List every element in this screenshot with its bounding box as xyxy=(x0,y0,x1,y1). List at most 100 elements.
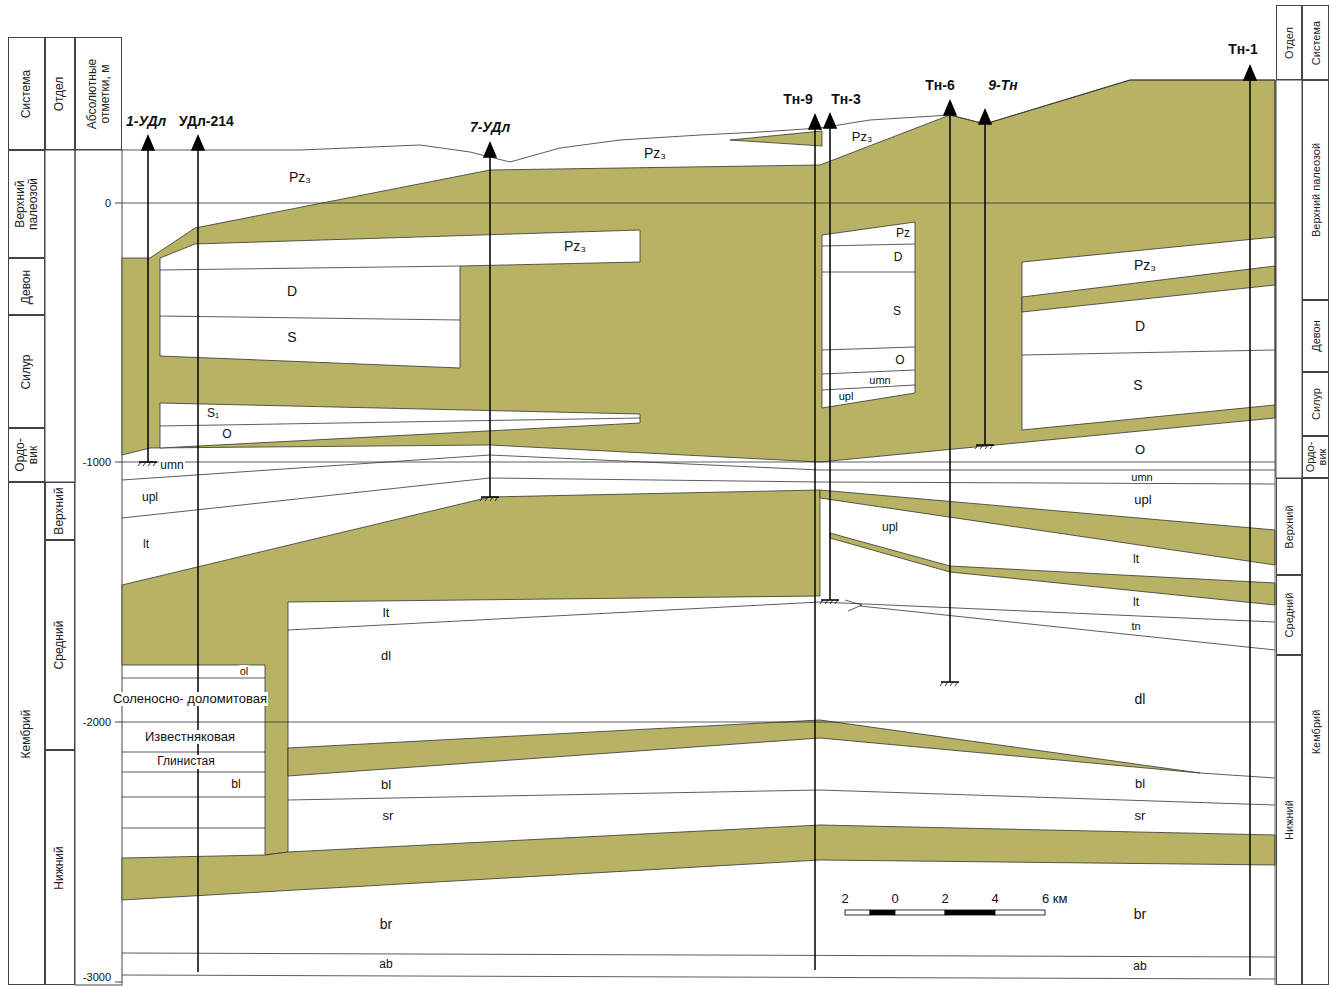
well-line xyxy=(481,157,499,497)
cell-text: Верхний палеозой xyxy=(1309,83,1321,297)
intrusion-sill xyxy=(122,825,1275,900)
cell-text: Средний xyxy=(53,543,66,747)
well-name: Тн-3 xyxy=(830,92,861,107)
cell-text: Девон xyxy=(20,261,33,312)
well-name: Тн-9 xyxy=(782,92,813,107)
strata-boundary xyxy=(122,455,1275,480)
formation-label: D xyxy=(286,284,298,299)
formation-label: dl xyxy=(380,649,392,663)
cell-text: Система xyxy=(20,40,33,147)
strata-boundary xyxy=(860,606,1275,650)
suite-label: ol xyxy=(239,665,250,677)
scale-segment xyxy=(995,910,1045,915)
formation-label: Pz₃ xyxy=(288,170,312,185)
suite-label: Глинистая xyxy=(156,755,215,768)
cell-text: Ордо- вик xyxy=(13,431,39,479)
well-name: Тн-1 xyxy=(1227,42,1258,57)
stratigraphic-cell: Верхний палеозой xyxy=(8,150,45,258)
formation-label: upl xyxy=(838,390,855,402)
scale-segment xyxy=(870,910,895,915)
stratigraphic-cell: Средний xyxy=(45,540,75,750)
formation-label: lt xyxy=(1132,596,1140,609)
strata-boundary xyxy=(1022,350,1275,355)
formation-label: S xyxy=(286,330,297,345)
formation-label: O xyxy=(221,428,232,441)
stratigraphic-cell: Верхний xyxy=(1276,478,1302,575)
depth-mark: 0 xyxy=(104,197,112,209)
well-line xyxy=(941,115,959,682)
scale-segment xyxy=(845,910,870,915)
cell-text: Ордо- вик xyxy=(1303,439,1327,475)
cell-text: Силур xyxy=(20,318,33,425)
well-line xyxy=(821,128,839,600)
formation-label: S₁ xyxy=(206,407,220,420)
stratigraphic-cell: Девон xyxy=(1302,300,1329,372)
formation-label: O xyxy=(1134,443,1146,457)
stratigraphic-cell: Отдел xyxy=(1276,5,1302,80)
well-line xyxy=(976,124,994,445)
depth-axis-column xyxy=(75,150,122,985)
rock-block xyxy=(822,222,915,408)
formation-label: Pz xyxy=(895,227,911,240)
scale-label: 2 xyxy=(940,892,949,906)
stratigraphic-cell: Система xyxy=(1302,5,1329,80)
well-line xyxy=(197,150,199,972)
formation-label: ab xyxy=(378,958,393,971)
cell-text: Верхний xyxy=(53,485,66,537)
well-name: 9-Тн xyxy=(987,78,1018,93)
elevation-line xyxy=(122,203,1275,722)
well-name: 7-УДл xyxy=(469,120,511,135)
strata-boundary xyxy=(288,602,1275,630)
stratigraphic-cell: Нижний xyxy=(45,750,75,985)
empty-cell xyxy=(1276,80,1302,478)
formation-label: lt xyxy=(382,606,391,620)
well-name: Тн-6 xyxy=(924,78,955,93)
stratigraphic-cell: Девон xyxy=(8,258,45,315)
formation-label: S xyxy=(1132,378,1143,393)
cell-text: Нижний xyxy=(1283,658,1295,982)
formation-label: upl xyxy=(1133,493,1152,507)
cell-text: Средний xyxy=(1283,578,1295,652)
formation-label: bl xyxy=(1134,777,1146,791)
empty-cell xyxy=(45,150,75,482)
formation-label: umn xyxy=(159,459,184,472)
suite-label: bl xyxy=(230,778,241,791)
intrusion-body xyxy=(122,80,1275,462)
well-head xyxy=(1244,66,1256,80)
scale-label: 4 xyxy=(990,892,999,906)
depth-mark: -1000 xyxy=(82,456,112,468)
stratigraphic-cell: Силур xyxy=(1302,372,1329,436)
formation-label: O xyxy=(894,354,905,367)
formation-label: ab xyxy=(1132,960,1147,973)
suite-label: Соленосно- доломитовая xyxy=(112,692,268,706)
intrusion-sill xyxy=(830,533,1275,605)
formation-label: Pz₃ xyxy=(643,146,667,161)
cell-text: Силур xyxy=(1309,375,1321,433)
cell-text: Система xyxy=(1309,8,1321,77)
well-bottom-hatch xyxy=(138,445,993,686)
stratigraphic-cell: Ордо- вик xyxy=(8,428,45,482)
cell-text: Верхний xyxy=(1283,481,1295,572)
formation-label: umn xyxy=(868,374,891,386)
formation-label: D xyxy=(1134,319,1146,334)
formation-label: upl xyxy=(881,521,899,534)
formation-label: Pz₃ xyxy=(1133,258,1157,273)
well-head xyxy=(192,136,204,150)
depth-tick xyxy=(115,203,122,982)
formation-label: dl xyxy=(1134,692,1147,707)
scale-label: 2 xyxy=(840,892,849,906)
stratigraphic-cell: Средний xyxy=(1276,575,1302,655)
rock-block xyxy=(1022,237,1275,430)
scale-label: 0 xyxy=(890,892,899,906)
rock-block xyxy=(160,403,640,448)
formation-label: S xyxy=(892,305,902,318)
suite-label: Известняковая xyxy=(144,730,236,744)
topography-line xyxy=(122,80,1275,162)
cell-text: Кембрий xyxy=(20,485,33,982)
strata-boundary xyxy=(160,266,640,426)
strata-boundary xyxy=(122,478,1275,518)
formation-label: lt xyxy=(142,538,150,551)
well-line xyxy=(1249,80,1251,976)
well-line xyxy=(139,150,157,462)
well-name: УДл-214 xyxy=(178,114,235,129)
